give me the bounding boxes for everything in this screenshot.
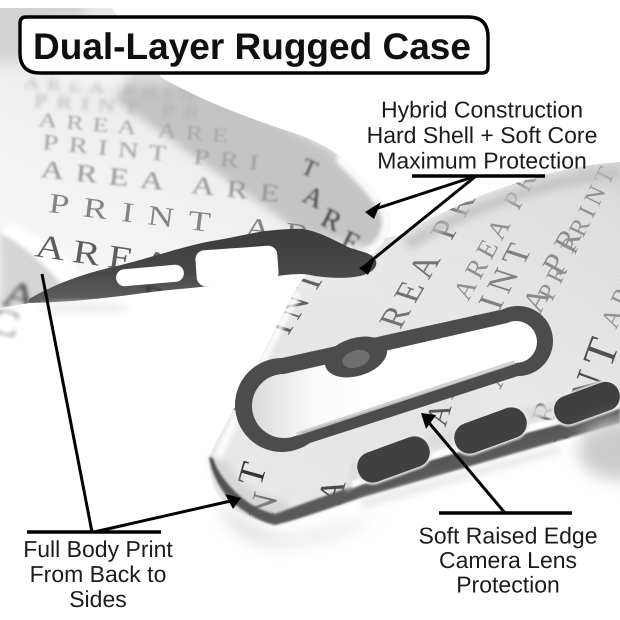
svg-text:Full Body Print: Full Body Print <box>23 536 173 562</box>
svg-text:Hybrid Construction: Hybrid Construction <box>381 97 583 123</box>
svg-text:From Back to: From Back to <box>30 561 167 587</box>
svg-text:Protection: Protection <box>456 572 560 598</box>
svg-text:Camera Lens: Camera Lens <box>439 547 577 573</box>
svg-text:Maximum Protection: Maximum Protection <box>377 148 587 174</box>
svg-text:Sides: Sides <box>69 586 127 612</box>
svg-text:Dual-Layer Rugged Case: Dual-Layer Rugged Case <box>33 26 471 67</box>
svg-text:Soft Raised Edge: Soft Raised Edge <box>418 523 597 549</box>
svg-text:Hard Shell + Soft Core: Hard Shell + Soft Core <box>367 122 598 148</box>
